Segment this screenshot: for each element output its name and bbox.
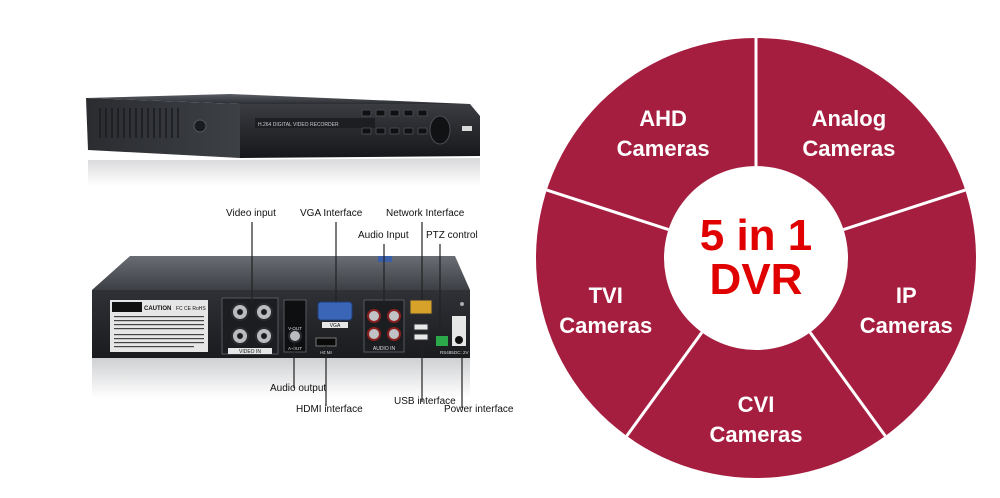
v-out-label: V-OUT (288, 326, 302, 331)
callout-vga-interface: VGA Interface (300, 208, 363, 219)
caution-warning-triangle-box (112, 302, 142, 312)
power-jack (455, 336, 463, 344)
dvr-rear-view: CAUTION FC CE RoHS VIDEO IN V-OUT A- (92, 222, 470, 408)
caution-marks: FC CE RoHS (176, 306, 206, 312)
power-led (193, 119, 207, 133)
bnc-centers (237, 309, 267, 339)
wheel-segment-3-line2: Cameras (860, 313, 953, 338)
callout-usb-interface: USB interface (394, 396, 456, 407)
vga-port (317, 301, 353, 321)
video-in-label-box (228, 348, 272, 354)
callout-network-interface: Network Interface (386, 208, 465, 219)
dc12v-label: DC12V (454, 350, 469, 355)
rear-blue-label (378, 256, 392, 262)
wheel-segment-4-line1: CVI (738, 392, 775, 417)
callout-power-interface: Power interface (444, 404, 514, 415)
caution-title: CAUTION (144, 306, 171, 312)
rear-reflection (92, 358, 470, 398)
wheel-divider (808, 331, 887, 437)
wheel-segment-2-line1: Analog (812, 106, 887, 131)
dvr-front-view: H.264 DIGITAL VIDEO RECORDER (86, 94, 480, 186)
network-port (409, 299, 433, 315)
audio-in-block (363, 299, 405, 353)
wheel-segment-2-line2: Cameras (802, 136, 895, 161)
callout-video-input: Video input (226, 208, 276, 219)
wheel-divider (843, 188, 966, 231)
callout-ptz-control: PTZ control (426, 230, 478, 241)
usb-port-2 (413, 333, 429, 341)
callout-audio-output: Audio output (270, 383, 327, 394)
wheel-center-line2: DVR (710, 255, 803, 304)
front-panel (240, 104, 480, 158)
callout-audio-input: Audio Input (358, 230, 409, 241)
wheel-divider (625, 331, 704, 437)
wheel-segment-3-line1: IP (896, 283, 917, 308)
wheel-segment-5-line1: TVI (589, 283, 623, 308)
ground-screw (460, 302, 464, 306)
a-out-connector (288, 329, 302, 343)
wheel-dividers (546, 38, 966, 437)
callout-lines (251, 222, 463, 408)
vga-label-box (322, 322, 348, 328)
brand-strip (255, 118, 375, 128)
wheel-segment-labels: AHDCamerasAnalogCamerasIPCamerasCVICamer… (559, 106, 952, 447)
wheel-divider (546, 188, 669, 231)
audio-in-label: AUDIO IN (373, 346, 396, 352)
front-top-surface (86, 94, 470, 104)
brand-strip-text: H.264 DIGITAL VIDEO RECORDER (258, 122, 339, 128)
jog-dial (429, 115, 451, 145)
front-reflection (88, 158, 480, 186)
wheel-center-line1: 5 in 1 (700, 211, 813, 260)
a-out-label: A-OUT (288, 346, 302, 351)
rear-top-surface (92, 256, 470, 290)
callout-hdmi-interface: HDMI interface (296, 404, 363, 415)
rs485-terminal (436, 336, 448, 346)
caution-text-lines (114, 316, 204, 348)
rs485-label: RS485 (440, 350, 454, 355)
front-buttons (361, 109, 428, 135)
wheel-segment-4-line2: Cameras (710, 422, 803, 447)
vga-label: VGA (330, 323, 341, 329)
usb-port-1 (413, 323, 429, 331)
wheel-segment-5-line2: Cameras (559, 313, 652, 338)
wheel-segment-1-line1: AHD (639, 106, 687, 131)
video-in-label: VIDEO IN (239, 349, 261, 355)
wheel-hub (664, 166, 848, 350)
wheel-segment-1-line2: Cameras (617, 136, 710, 161)
rca-connectors (367, 309, 401, 341)
front-usb-port (462, 126, 472, 131)
side-vents (99, 108, 179, 138)
